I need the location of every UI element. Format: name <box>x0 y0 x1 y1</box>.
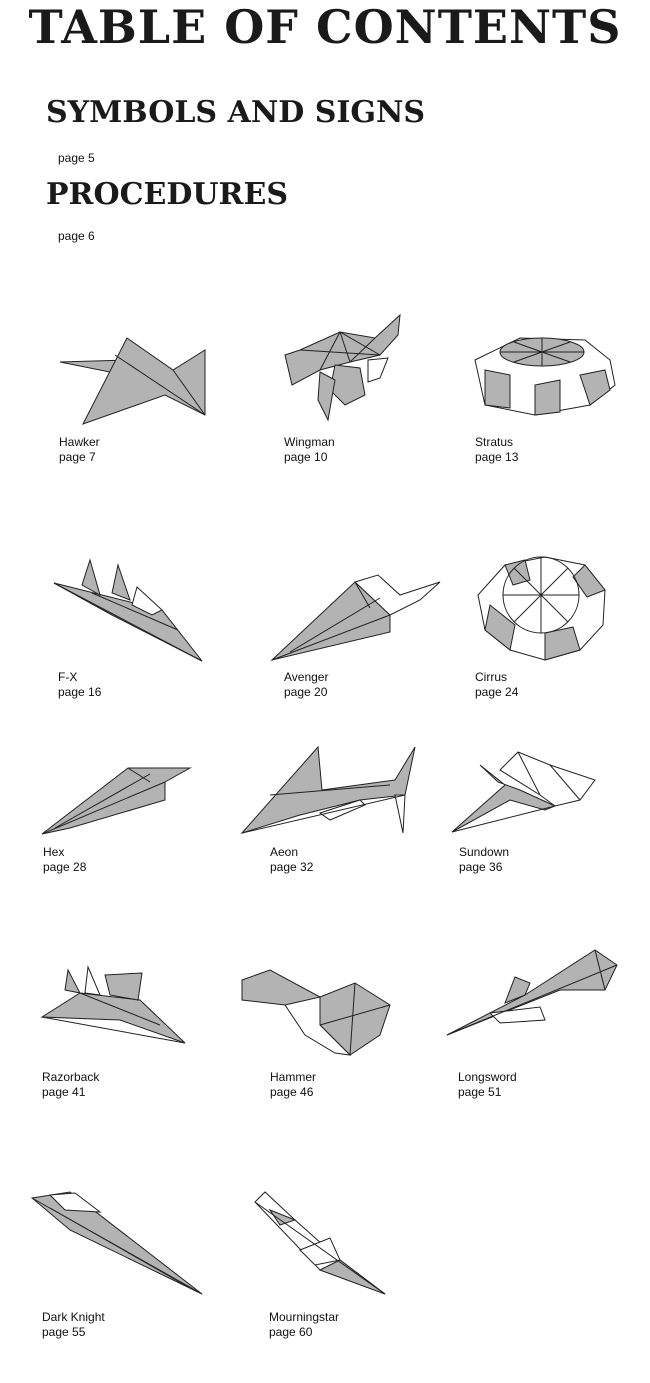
model-page: page 55 <box>42 1325 86 1339</box>
aeon-plane-icon <box>240 745 416 835</box>
model-name: Hex <box>43 845 65 859</box>
cirrus-disc-icon <box>477 556 606 661</box>
page-title: TABLE OF CONTENTS <box>28 0 622 54</box>
model-name: Hawker <box>59 435 100 449</box>
model-name: Cirrus <box>475 670 507 684</box>
section-title-symbols: SYMBOLS AND SIGNS <box>46 95 426 130</box>
model-page: page 10 <box>284 450 328 464</box>
model-page: page 51 <box>458 1085 502 1099</box>
hammer-plane-icon <box>241 969 391 1056</box>
model-page: page 60 <box>269 1325 313 1339</box>
model-name: F-X <box>58 670 78 684</box>
model-page: page 28 <box>43 860 87 874</box>
sundown-plane-icon <box>451 751 596 833</box>
model-name: Dark Knight <box>42 1310 105 1324</box>
model-page: page 46 <box>270 1085 314 1099</box>
mourningstar-plane-icon <box>254 1191 386 1295</box>
model-page: page 32 <box>270 860 314 874</box>
model-name: Aeon <box>270 845 299 859</box>
model-page: page 24 <box>475 685 519 699</box>
razorback-plane-icon <box>40 965 186 1044</box>
model-name: Avenger <box>284 670 329 684</box>
model-name: Sundown <box>459 845 510 859</box>
model-name: Longsword <box>458 1070 517 1084</box>
longsword-plane-icon <box>446 949 618 1036</box>
stratus-disc-icon <box>474 337 616 416</box>
model-page: page 36 <box>459 860 503 874</box>
wingman-plane-icon <box>284 313 401 422</box>
model-page: page 20 <box>284 685 328 699</box>
model-name: Mourningstar <box>269 1310 340 1324</box>
model-page: page 41 <box>42 1085 86 1099</box>
hawker-plane-icon <box>59 337 206 425</box>
model-page: page 7 <box>59 450 96 464</box>
hex-plane-icon <box>41 767 192 835</box>
f-x-plane-icon <box>53 558 203 662</box>
section-title-procedures: PROCEDURES <box>46 177 289 212</box>
dark-knight-plane-icon <box>30 1191 203 1295</box>
model-page: page 13 <box>475 450 519 464</box>
model-name: Wingman <box>284 435 335 449</box>
model-page: page 16 <box>58 685 102 699</box>
avenger-plane-icon <box>270 574 441 661</box>
section-page-symbols[interactable]: page 5 <box>58 151 95 165</box>
model-name: Hammer <box>270 1070 317 1084</box>
model-name: Razorback <box>42 1070 100 1084</box>
model-name: Stratus <box>475 435 514 449</box>
section-page-procedures[interactable]: page 6 <box>58 229 95 243</box>
